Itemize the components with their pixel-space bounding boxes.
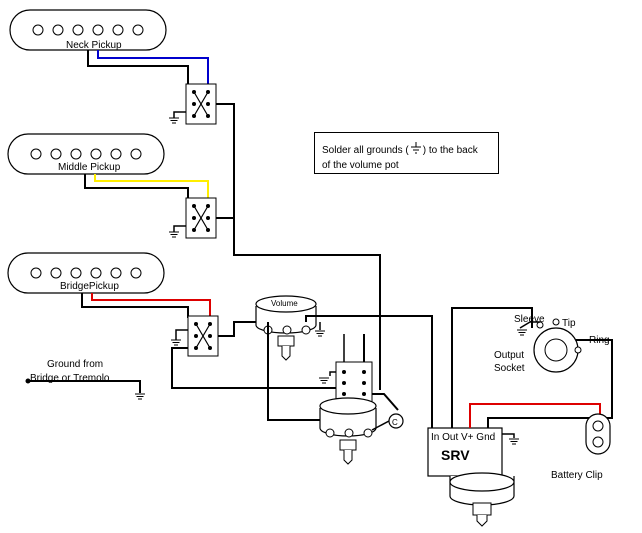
volume-pot: Volume — [255, 295, 317, 361]
middle-yellow-wire — [94, 174, 209, 200]
output-label-1: Output — [494, 350, 524, 361]
bridge-pickup-label: BridgePickup — [60, 281, 119, 292]
srv-unit: In Out V+ Gnd SRV — [427, 427, 515, 527]
middle-pickup-label: Middle Pickup — [58, 162, 121, 173]
battery-clip-label: Battery Clip — [551, 470, 603, 481]
note-text-before: Solder all grounds ( — [322, 145, 409, 156]
neck-pickup-label: Neck Pickup — [66, 40, 122, 51]
neck-switch — [185, 83, 217, 125]
neck-blue-wire — [97, 50, 209, 88]
middle-switch — [185, 197, 217, 239]
ground-icon — [168, 231, 180, 238]
srv-label: SRV — [441, 447, 470, 463]
sleeve-label: Sleeve — [514, 314, 545, 325]
bridge-ground-wire — [28, 380, 141, 393]
bridge-black-wire — [81, 293, 189, 318]
ring-label: Ring — [589, 335, 610, 346]
ground-icon — [409, 142, 423, 158]
bridge-red-wire — [91, 293, 211, 318]
srv-ports-label: In Out V+ Gnd — [431, 432, 495, 443]
note-text-after: ) to the back — [422, 145, 478, 156]
middle-black-wire — [84, 174, 189, 200]
ground-icon — [170, 339, 182, 346]
volume-label: Volume — [271, 299, 298, 308]
bridge-switch — [187, 315, 219, 357]
note-text-line2: of the volume pot — [322, 160, 399, 171]
output-socket — [533, 318, 582, 373]
ground-note: Solder all grounds ( ) to the back of the… — [314, 132, 499, 174]
neck-black-wire — [87, 50, 189, 88]
battery-red-wire — [469, 403, 601, 428]
tip-label: Tip — [562, 318, 576, 329]
rotary-switch — [335, 361, 373, 405]
output-label-2: Socket — [494, 363, 525, 374]
ground-icon — [134, 393, 146, 400]
ground-icon — [318, 377, 330, 384]
tone-pot — [319, 397, 377, 465]
ground-label-2: Bridge or Tremolo — [30, 373, 110, 384]
ground-icon — [508, 438, 520, 445]
ground-label-1: Ground from — [47, 359, 103, 370]
ground-icon — [516, 329, 528, 336]
bus-wire — [216, 103, 381, 390]
battery-clip — [585, 413, 611, 455]
ground-icon — [168, 117, 180, 124]
capacitor-label: C — [392, 418, 398, 427]
ground-icon — [314, 330, 326, 337]
